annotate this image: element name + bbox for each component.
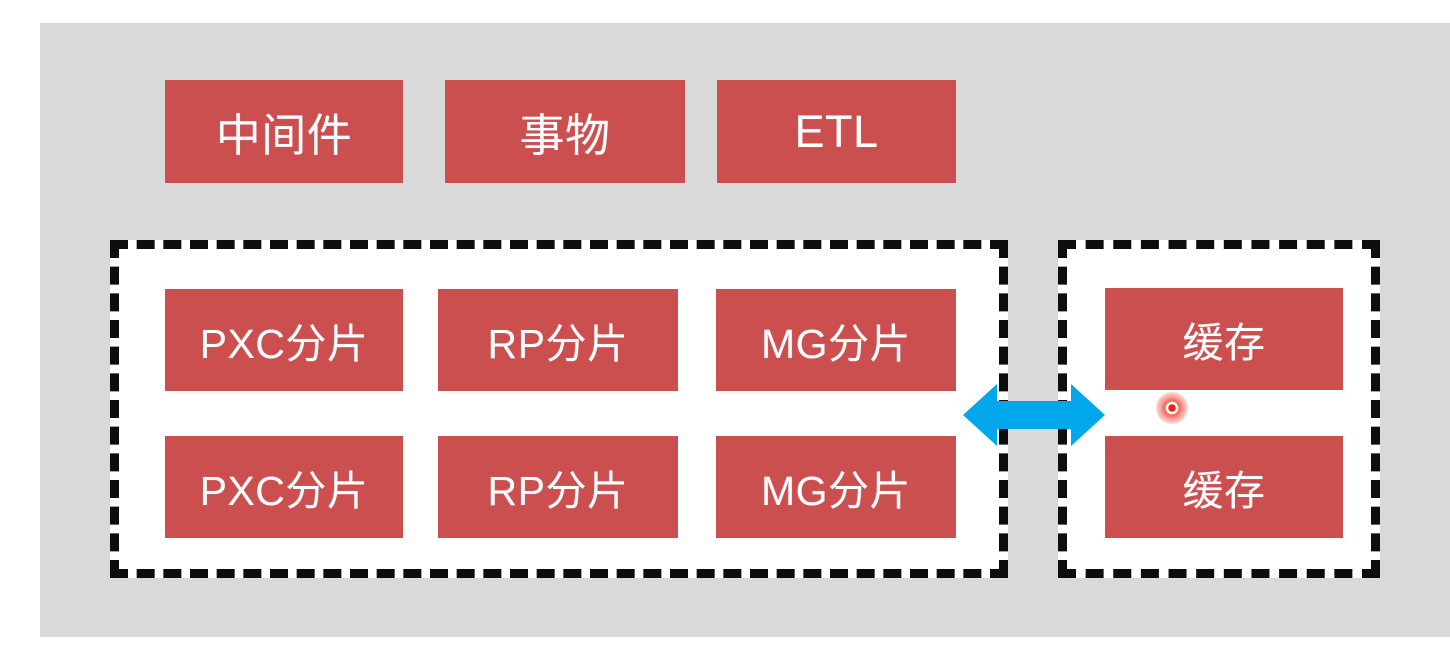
cursor-dot-icon xyxy=(1156,392,1188,424)
box-cache-2-label: 缓存 xyxy=(1182,468,1266,514)
box-etl-label: ETL xyxy=(794,105,879,157)
box-transaction[interactable]: 事物 xyxy=(445,80,685,183)
box-shard-pxc-2[interactable]: PXC分片 xyxy=(165,436,403,538)
box-etl[interactable]: ETL xyxy=(717,80,956,183)
box-shard-rp-1[interactable]: RP分片 xyxy=(438,289,678,391)
box-middleware[interactable]: 中间件 xyxy=(165,80,403,183)
box-shard-rp-2[interactable]: RP分片 xyxy=(438,436,678,538)
box-shard-rp-2-label: RP分片 xyxy=(487,468,629,514)
box-shard-mg-2[interactable]: MG分片 xyxy=(716,436,956,538)
box-shard-pxc-1[interactable]: PXC分片 xyxy=(165,289,403,391)
double-headed-arrow-icon xyxy=(963,384,1105,446)
box-transaction-label: 事物 xyxy=(519,110,611,161)
box-shard-pxc-1-label: PXC分片 xyxy=(199,321,369,367)
box-shard-mg-2-label: MG分片 xyxy=(760,468,912,514)
box-shard-pxc-2-label: PXC分片 xyxy=(199,468,369,514)
box-cache-1[interactable]: 缓存 xyxy=(1105,288,1343,390)
box-shard-mg-1-label: MG分片 xyxy=(760,321,912,367)
box-cache-1-label: 缓存 xyxy=(1182,320,1266,366)
box-cache-2[interactable]: 缓存 xyxy=(1105,436,1343,538)
box-shard-mg-1[interactable]: MG分片 xyxy=(716,289,956,391)
box-shard-rp-1-label: RP分片 xyxy=(487,321,629,367)
box-middleware-label: 中间件 xyxy=(215,110,353,161)
